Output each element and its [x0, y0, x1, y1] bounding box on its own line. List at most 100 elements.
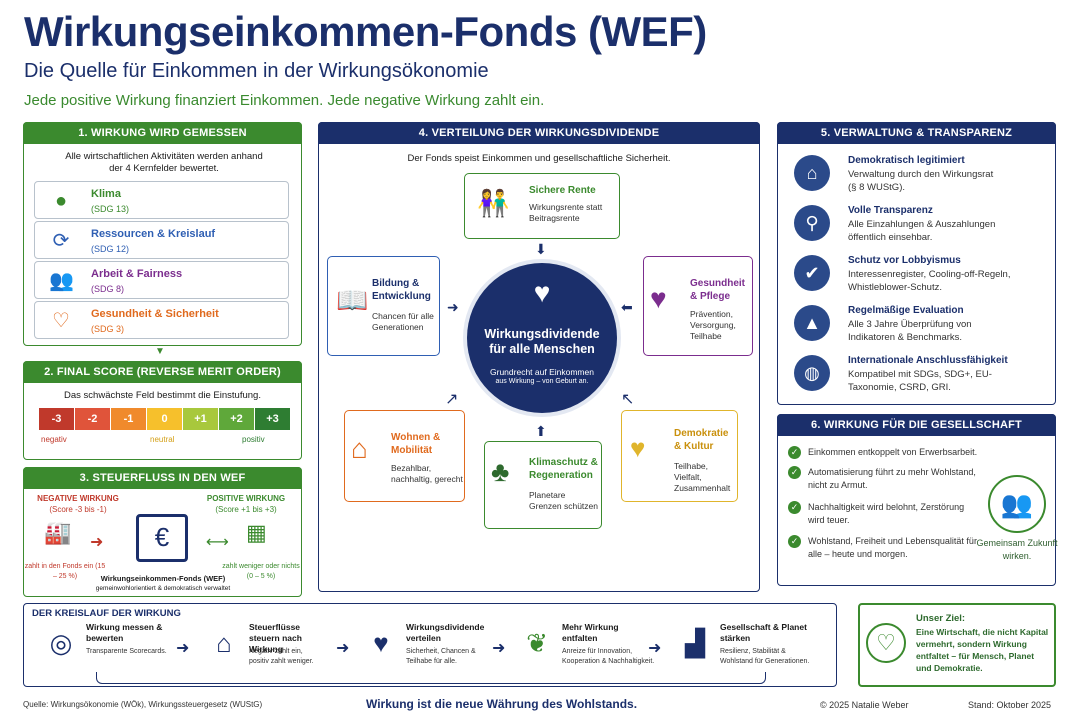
cycle-title: DER KREISLAUF DER WIRKUNG — [32, 608, 181, 619]
shield-icon: ✔ — [794, 255, 830, 291]
node-desc: Bezahlbar, nachhaltig, gerecht — [391, 463, 463, 484]
section-society-title: 6. WIRKUNG FÜR DIE GESELLSCHAFT — [777, 414, 1056, 436]
arrow-down-icon: ▼ — [155, 346, 165, 357]
page-subtitle: Die Quelle für Einkommen in der Wirkungs… — [24, 60, 489, 82]
node-title: Sichere Rente — [529, 185, 596, 196]
society-item-text: Automatisierung führt zu mehr Wohlstand,… — [808, 467, 976, 490]
cycle-step-desc: Sicherheit, Chancen & Teilhabe für alle. — [406, 648, 476, 665]
node-rente: 👫 Sichere Rente Wirkungsrente statt Beit… — [464, 173, 620, 239]
footer-motto: Wirkung ist die neue Währung des Wohlsta… — [366, 697, 638, 711]
label-negativ: negativ — [41, 435, 67, 444]
recycle-icon: ⟳ — [52, 230, 70, 252]
node-desc: Planetare Grenzen schützen — [529, 490, 598, 511]
section-distribution-intro: Der Fonds speist Einkommen und gesellsch… — [407, 153, 671, 164]
society-item-text: Einkommen entkoppelt von Erwerbsarbeit. — [808, 447, 978, 457]
node-demokratie: ♥ Demokratie & Kultur Teilhabe, Vielfalt… — [621, 410, 738, 502]
governance-item-title: Schutz vor Lobbyismus — [848, 255, 961, 266]
governance-item: ◍ Internationale Anschlussfähigkeit Komp… — [794, 353, 1054, 399]
section-score-intro: Das schwächste Feld bestimmt die Einstuf… — [64, 390, 261, 401]
arrow-right-icon: ➜ — [336, 640, 350, 657]
reader-icon: 📖 — [336, 285, 369, 315]
node-gesundheit: ♥ Gesundheit & Pflege Prävention, Versor… — [643, 256, 753, 356]
governance-item-desc: Verwaltung durch den Wirkungsrat (§ 8 WU… — [848, 169, 994, 193]
people-icon: 👥 — [49, 270, 74, 292]
cycle-step-title: Gesellschaft & Planet stärken — [720, 622, 807, 643]
label-neutral: neutral — [150, 435, 175, 444]
cycle-step-title: Wirkung messen & bewerten — [86, 622, 163, 643]
field-name: Arbeit & Fairness — [91, 268, 183, 280]
society-item-text: Wohlstand, Freiheit und Lebensqualität f… — [808, 536, 977, 559]
node-title: Bildung & Entwicklung — [372, 278, 431, 302]
cycle-panel: DER KREISLAUF DER WIRKUNG — [23, 603, 837, 687]
globe-icon: ● — [54, 190, 68, 212]
dividend-center-circle: ♥ Wirkungsdividende für alle Menschen Gr… — [467, 263, 617, 413]
field-arbeit: 👥 Arbeit & Fairness (SDG 8) — [34, 261, 289, 299]
section-measure-title: 1. WIRKUNG WIRD GEMESSEN — [23, 122, 302, 144]
fund-name: Wirkungseinkommen-Fonds (WEF) — [100, 574, 226, 583]
section-governance-panel: 5. VERWALTUNG & TRANSPARENZ ⌂ Demokratis… — [777, 122, 1056, 405]
field-sdg: (SDG 12) — [91, 244, 130, 254]
governance-item-title: Volle Transparenz — [848, 205, 933, 216]
bank-icon: ⌂ — [794, 155, 830, 191]
governance-item-desc: Interessenregister, Cooling-off-Regeln, … — [848, 269, 1011, 293]
magnifier-icon: ⚲ — [794, 205, 830, 241]
score-cell: +3 — [255, 408, 290, 430]
cycle-step-title: Wirkungsdividende verteilen — [406, 622, 485, 643]
cycle-step: ♥ Wirkungsdividende verteilen Sicherheit… — [364, 622, 504, 676]
arrow-right-icon: ➜ — [648, 640, 662, 657]
governance-item-desc: Alle 3 Jahre Überprüfung von Indikatoren… — [848, 319, 972, 343]
arrow-right-icon: ➜ — [492, 640, 506, 657]
node-klima: ♣ Klimaschutz & Regeneration Planetare G… — [484, 441, 602, 529]
label-positiv: positiv — [242, 435, 265, 444]
cycle-step: ◎ Wirkung messen & bewerten Transparente… — [44, 622, 174, 676]
two-people-icon: 👫 — [477, 188, 510, 218]
goal-panel: ♡ Unser Ziel: Eine Wirtschaft, die nicht… — [858, 603, 1056, 687]
footer-source: Quelle: Wirkungsökonomie (WÖk), Wirkungs… — [23, 700, 263, 709]
page-title: Wirkungseinkommen-Fonds (WEF) — [24, 8, 707, 55]
field-gesundheit: ♡ Gesundheit & Sicherheit (SDG 3) — [34, 301, 289, 339]
goal-text: Eine Wirtschaft, die nicht Kapital verme… — [916, 627, 1049, 673]
chart-icon: ▟ — [685, 628, 705, 658]
fund-desc: gemeinwohlorientiert & demokratisch verw… — [95, 585, 231, 592]
field-sdg: (SDG 13) — [91, 204, 130, 214]
arrow-right-icon: ➜ — [447, 299, 459, 315]
governance-item: ▲ Regelmäßige Evaluation Alle 3 Jahre Üb… — [794, 303, 1054, 349]
house-icon: ⌂ — [351, 433, 368, 464]
heart-pulse-icon: ♡ — [52, 310, 70, 332]
node-title: Demokratie & Kultur — [674, 428, 729, 452]
governance-item-title: Internationale Anschlussfähigkeit — [848, 355, 1008, 366]
section-score-title: 2. FINAL SCORE (REVERSE MERIT ORDER) — [23, 361, 302, 383]
cycle-step-desc: Resilienz, Stabilität & Wohlstand für Ge… — [720, 648, 810, 665]
footer-date: Stand: Oktober 2025 — [968, 700, 1052, 710]
heart-icon: ♡ — [866, 623, 906, 663]
field-sdg: (SDG 8) — [91, 284, 125, 294]
arrow-up-icon: ⬆ — [535, 423, 547, 439]
arrow-diag-icon: ↖ — [621, 391, 635, 408]
node-desc: Wirkungsrente statt Beitragsrente — [529, 202, 603, 223]
governance-item-desc: Kompatibel mit SDGs, SDG+, EU-Taxonomie,… — [848, 369, 992, 393]
cycle-step: ❦ Mehr Wirkung entfalten Anreize für Inn… — [520, 622, 662, 676]
chart-icon: ▲ — [794, 305, 830, 341]
field-name: Gesundheit & Sicherheit — [91, 308, 219, 320]
field-ressourcen: ⟳ Ressourcen & Kreislauf (SDG 12) — [34, 221, 289, 259]
positive-note: zahlt weniger oder nichts (0 – 5 %) — [222, 563, 300, 580]
arrow-diag-icon: ↗ — [445, 391, 459, 408]
globe-icon: ◍ — [794, 355, 830, 391]
center-sub2: aus Wirkung – von Geburt an. — [495, 378, 589, 385]
governance-item-desc: Alle Einzahlungen & Auszahlungen öffentl… — [848, 219, 996, 243]
node-title: Wohnen & Mobilität — [391, 432, 441, 456]
goal-title: Unser Ziel: — [916, 613, 966, 624]
cycle-step-title: Mehr Wirkung entfalten — [562, 622, 619, 643]
positive-range: (Score +1 bis +3) — [215, 505, 277, 514]
people-heart-icon: ♥ — [630, 433, 646, 463]
arrow-right-icon: ➜ — [176, 640, 190, 657]
negative-title: NEGATIVE WIRKUNG — [37, 494, 119, 503]
section-taxflow-panel: 3. STEUERFLUSS IN DEN WEF NEGATIVE WIRKU… — [23, 467, 302, 597]
arrow-both-icon: ⟷ — [206, 534, 229, 551]
cycle-step-title: Steuerflüsse steuern nach Wirkung — [249, 622, 302, 654]
cycle-step-desc: Negativ zahlt ein, positiv zahlt weniger… — [249, 648, 314, 665]
node-bildung: 📖 Bildung & Entwicklung Chancen für alle… — [327, 256, 440, 356]
people-heart-icon: ♥ — [533, 277, 551, 308]
score-cell: +1 — [183, 408, 218, 430]
tree-icon: ♣ — [491, 456, 510, 487]
